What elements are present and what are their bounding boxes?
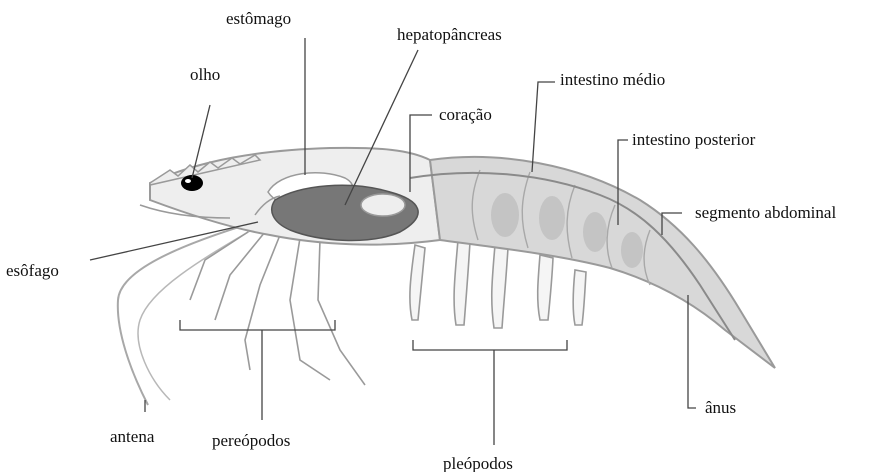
label-anus: ânus bbox=[705, 399, 736, 416]
pereopods-drawing bbox=[190, 232, 365, 385]
label-stomach: estômago bbox=[226, 10, 291, 27]
label-hepatopancreas: hepatopâncreas bbox=[397, 26, 502, 43]
antenna bbox=[138, 228, 255, 400]
abdomen bbox=[430, 157, 775, 368]
label-heart: coração bbox=[439, 106, 492, 123]
label-pleopods: pleópodos bbox=[443, 455, 513, 472]
label-hindgut: intestino posterior bbox=[632, 131, 755, 148]
label-midgut: intestino médio bbox=[560, 71, 665, 88]
label-eye: olho bbox=[190, 66, 220, 83]
label-abdominal-segment: segmento abdominal bbox=[695, 204, 836, 221]
label-esophagus: esôfago bbox=[6, 262, 59, 279]
label-pereopods: pereópodos bbox=[212, 432, 290, 449]
heart bbox=[361, 194, 405, 216]
label-antenna: antena bbox=[110, 428, 154, 445]
